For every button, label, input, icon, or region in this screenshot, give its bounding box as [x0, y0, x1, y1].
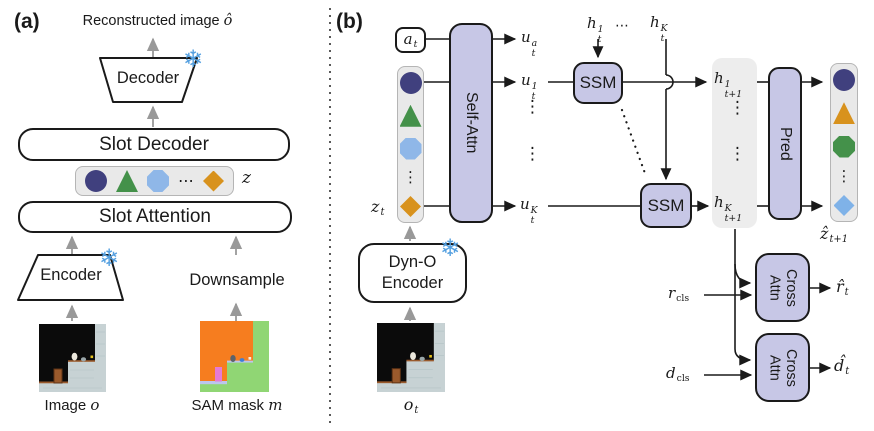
frozen-snowflake-icon: ❄	[99, 244, 120, 272]
self-attn-label: Self-Attn	[463, 92, 480, 154]
slot-shape-diamond	[833, 195, 855, 216]
slot-shape-triangle	[833, 102, 855, 125]
slot-attention-label: Slot Attention	[99, 206, 211, 227]
cross-attn-label: Cross Attn	[766, 268, 800, 307]
slot-decoder-box: Slot Decoder	[18, 128, 290, 161]
slot-shape-circle	[85, 170, 107, 192]
h-top-ellipsis: ⋯	[615, 18, 629, 34]
o-t-caption: ot	[403, 395, 419, 417]
game-observation-image	[39, 324, 106, 392]
slot-shape-octagon	[399, 137, 422, 160]
decoder-trapezoid	[99, 57, 198, 103]
downsample-label: Downsample	[189, 271, 285, 289]
cross-attn-box-reward: Cross Attn	[755, 253, 810, 322]
ssm-label: SSM	[647, 195, 685, 215]
ssm-dotted-link	[620, 108, 648, 178]
pred-box: Pred	[768, 67, 802, 220]
pred-label: Pred	[777, 126, 794, 161]
u-col-vdots: ⋮	[524, 97, 541, 117]
slot-row-ellipsis: ⋯	[178, 171, 194, 190]
a-t-label: at	[403, 29, 418, 51]
sam-mask-image	[200, 321, 269, 392]
h-col-vdots: ⋮	[729, 144, 746, 164]
dyn-o-encoder-box: Dyn-O Encoder	[358, 243, 467, 303]
slot-shape-octagon	[147, 170, 169, 192]
panel-b-label: (b)	[336, 10, 363, 33]
d-cls-label: dcls	[666, 364, 690, 385]
cross-attn-label: Cross Attn	[766, 348, 800, 387]
slot-shape-diamond	[400, 196, 421, 217]
ssm-box-2: SSM	[640, 183, 692, 228]
hidden-state-panel	[712, 58, 757, 228]
encoder-trapezoid	[17, 254, 124, 301]
slot-shape-triangle	[399, 104, 422, 127]
dyn-o-encoder-label: Dyn-O Encoder	[381, 253, 444, 292]
z-t-label: zt	[371, 197, 385, 219]
ssm-box-1: SSM	[573, 62, 623, 104]
slot-shape-circle	[399, 72, 422, 94]
frozen-snowflake-icon: ❄	[183, 45, 204, 73]
z-next-label: ẑt+1	[820, 224, 849, 246]
r-hat-label: r̂t	[836, 277, 849, 299]
d-hat-label: d̂t	[834, 356, 850, 378]
action-token-box: at	[395, 27, 426, 53]
image-o-caption: Image o	[44, 396, 100, 414]
o-t-observation-image	[377, 323, 445, 392]
cross-attn-box-done: Cross Attn	[755, 333, 810, 402]
slot-shape-octagon	[833, 135, 855, 158]
z-t-slot-column: ⋮	[397, 66, 424, 223]
sam-mask-caption: SAM mask m	[191, 396, 283, 414]
decoder-label: Decoder	[116, 69, 180, 87]
r-cls-label: rcls	[668, 284, 690, 305]
ssm-label: SSM	[579, 73, 617, 92]
slot-col-vdots: ⋮	[403, 168, 418, 187]
reconstructed-image-caption: Reconstructed image ô	[82, 13, 233, 29]
self-attn-box: Self-Attn	[449, 23, 493, 223]
slot-attention-box: Slot Attention	[18, 201, 292, 233]
slot-vector-row: ⋯	[75, 166, 234, 196]
z-label: z	[242, 168, 251, 188]
encoder-label: Encoder	[40, 266, 102, 284]
slot-shape-circle	[833, 69, 855, 91]
panel-a-label: (a)	[14, 10, 40, 33]
z-next-slot-column: ⋮	[830, 63, 858, 222]
slot-decoder-label: Slot Decoder	[99, 133, 209, 155]
slot-shape-diamond	[203, 170, 224, 192]
u-col-vdots: ⋮	[524, 144, 541, 164]
frozen-snowflake-icon: ❄	[440, 234, 461, 262]
slot-shape-triangle	[116, 170, 138, 192]
h-col-vdots: ⋮	[729, 98, 746, 118]
slot-col-vdots: ⋮	[836, 166, 852, 185]
